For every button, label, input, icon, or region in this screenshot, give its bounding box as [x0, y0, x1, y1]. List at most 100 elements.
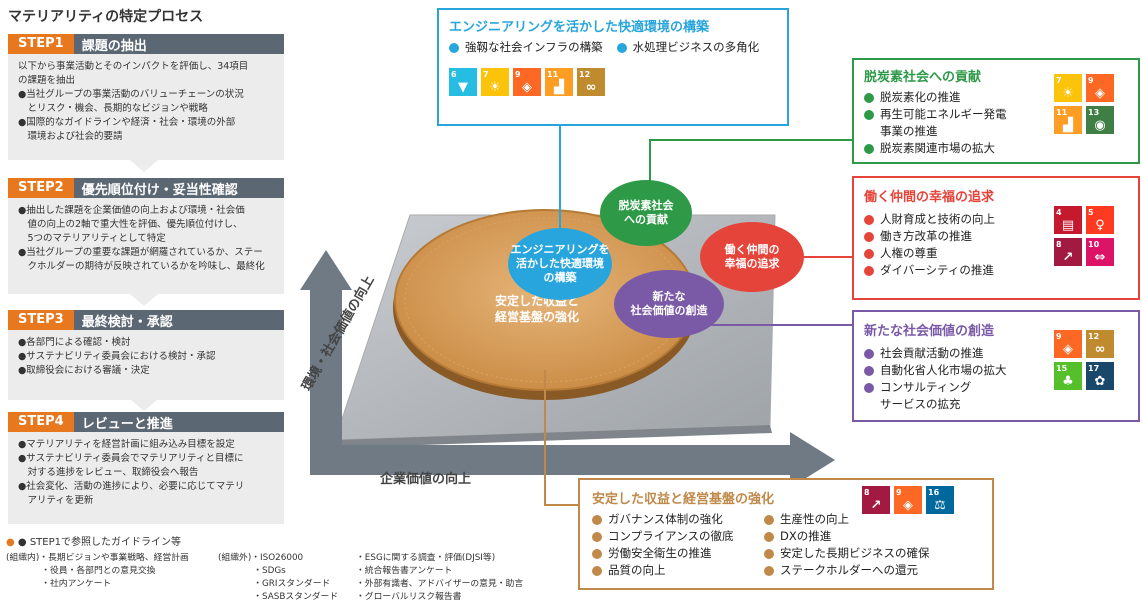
guidelines-external-2: ・ESGに関する調査・評価(DJSI等) ・統合報告書アンケート ・外部有識者、…: [356, 553, 524, 602]
sdg-goal-number: 11: [547, 70, 559, 79]
step2: STEP2 優先順位付け・妥当性確認 ●抽出した課題を企業価値の向上および環境・社…: [8, 178, 284, 294]
step1-body: 以下から事業活動とそのインパクトを評価し、34項目 の課題を抽出 ●当社グループ…: [18, 61, 249, 142]
sdg-goal-glyph: ♣: [1062, 374, 1074, 389]
card-stable-item: ガバナンス体制の強化: [592, 511, 764, 528]
sdg-goal-number: 17: [1088, 364, 1100, 373]
card-wellbeing-item: 人財育成と技術の向上: [864, 211, 1138, 228]
bubble-newvalue: 新たな 社会価値の創造: [614, 270, 724, 338]
sdg-goal-number: 16: [928, 488, 940, 497]
card-engineering-item: 水処理ビジネスの多角化: [616, 39, 759, 56]
card-engineering-title: エンジニアリングを活かした快適環境の構築: [449, 20, 710, 35]
sdg-goal-number: 8: [1056, 240, 1062, 249]
card-engineering-item: 強靱な社会インフラの構築: [449, 39, 603, 56]
sdg-goal-11-icon: 11▟: [1054, 106, 1082, 134]
sdg-goal-glyph: ▤: [1061, 218, 1075, 233]
sdg-goal-9-icon: 9◈: [513, 68, 541, 96]
sdg-goal-number: 9: [896, 488, 902, 497]
sdg-goal-16-icon: 16⚖: [926, 486, 954, 514]
card-stable-item: 生産性の向上: [764, 511, 930, 528]
card-stable-list-left: ガバナンス体制の強化 コンプライアンスの徹底 労働安全衛生の推進 品質の向上: [592, 511, 764, 579]
card-decarbon: 脱炭素社会への貢献 脱炭素化の推進 再生可能エネルギー発電 事業の推進 脱炭素関…: [852, 58, 1140, 164]
guidelines-heading-text: ● STEP1で参照したガイドライン等: [17, 537, 181, 548]
y-axis-arrow: [300, 250, 352, 445]
sdg-goal-6-icon: 6▼: [449, 68, 477, 96]
sdg-goal-number: 13: [1088, 108, 1100, 117]
sdg-goal-glyph: ◈: [903, 498, 913, 513]
card-wellbeing-item: ダイバーシティの推進: [864, 262, 1138, 279]
step-arrow-icon: [130, 399, 158, 411]
sdg-goal-12-icon: 12∞: [1086, 330, 1114, 358]
sdg-goal-8-icon: 8↗: [862, 486, 890, 514]
sdg-goal-5-icon: 5♀: [1086, 206, 1114, 234]
sdg-goal-glyph: ▟: [1063, 118, 1073, 133]
step3-header: STEP3 最終検討・承認: [8, 310, 284, 330]
step-arrow-icon: [130, 160, 158, 172]
sdg-goal-12-icon: 12∞: [577, 68, 605, 96]
step2-header: STEP2 優先順位付け・妥当性確認: [8, 178, 284, 198]
sdg-goal-glyph: ↗: [870, 498, 882, 513]
sdg-goal-number: 6: [451, 70, 457, 79]
step1-label: 課題の抽出: [81, 38, 147, 54]
guidelines-external-1: (組織外)・ISO26000 ・SDGs ・GRIスタンダード ・SASBスタン…: [218, 553, 339, 602]
sdg-goal-9-icon: 9◈: [894, 486, 922, 514]
card-stable-item: DXの推進: [764, 528, 930, 545]
bubble-engineering: エンジニアリングを 活かした快適環境 の構築: [508, 228, 612, 300]
card-decarbon-title: 脱炭素社会への貢献: [864, 70, 982, 85]
card-wellbeing-item: 人権の尊重: [864, 245, 1138, 262]
sdg-goal-number: 9: [515, 70, 521, 79]
sdg-goal-7-icon: 7☀: [1054, 74, 1082, 102]
card-stable-lists: ガバナンス体制の強化 コンプライアンスの徹底 労働安全衛生の推進 品質の向上 生…: [580, 511, 992, 579]
card-stable-title: 安定した収益と経営基盤の強化: [592, 492, 775, 507]
card-decarbon-item: 脱炭素化の推進: [864, 89, 1138, 106]
card-decarbon-item: 脱炭素関連市場の拡大: [864, 140, 1138, 157]
step1-header: STEP1 課題の抽出: [8, 34, 284, 54]
card-wellbeing-list: 人財育成と技術の向上 働き方改革の推進 人権の尊重 ダイバーシティの推進: [854, 211, 1138, 279]
sdg-goal-7-icon: 7☀: [481, 68, 509, 96]
sdg-goal-13-icon: 13◉: [1086, 106, 1114, 134]
card-newvalue-item: 社会貢献活動の推進: [864, 345, 1138, 362]
sdg-goal-glyph: ↗: [1062, 250, 1074, 265]
sdg-goal-number: 11: [1056, 108, 1068, 117]
card-stable-item: 安定した長期ビジネスの確保: [764, 545, 930, 562]
step3-number: STEP3: [8, 310, 74, 330]
step2-body: ●抽出した課題を企業価値の向上および環境・社会価 値の向上の2軸で重大性を評価、…: [18, 205, 265, 272]
step-arrow-icon: [130, 294, 158, 306]
step4-body: ●マテリアリティを経営計画に組み込み目標を設定 ●サステナビリティ委員会でマテリ…: [18, 439, 245, 506]
sdg-goal-17-icon: 17✿: [1086, 362, 1114, 390]
sdg-goal-glyph: ⚖: [934, 498, 946, 513]
step3-label: 最終検討・承認: [81, 314, 173, 330]
sdg-goal-4-icon: 4▤: [1054, 206, 1082, 234]
card-stable-item: 労働安全衛生の推進: [592, 545, 764, 562]
card-newvalue-list: 社会貢献活動の推進 自動化省人化市場の拡大 コンサルティング サービスの拡充: [854, 345, 1138, 413]
sdg-goal-number: 12: [579, 70, 591, 79]
step2-number: STEP2: [8, 178, 74, 198]
step1-body-box: 以下から事業活動とそのインパクトを評価し、34項目 の課題を抽出 ●当社グループ…: [8, 54, 284, 160]
step3-body-box: ●各部門による確認・検討 ●サステナビリティ委員会における検討・承認 ●取締役会…: [8, 330, 284, 400]
sdg-goal-glyph: ▼: [458, 80, 468, 95]
card-newvalue-title: 新たな社会価値の創造: [864, 324, 995, 339]
card-engineering-list: 強靱な社会インフラの構築 水処理ビジネスの多角化: [439, 35, 787, 56]
sdg-goal-number: 5: [1088, 208, 1094, 217]
sdg-goal-number: 15: [1056, 364, 1068, 373]
card-wellbeing: 働く仲間の幸福の追求 人財育成と技術の向上 働き方改革の推進 人権の尊重 ダイバ…: [852, 176, 1140, 300]
sdg-goal-glyph: ⇔: [1094, 250, 1106, 265]
card-newvalue-item: コンサルティング サービスの拡充: [864, 379, 1138, 413]
sdg-goal-number: 9: [1056, 332, 1062, 341]
sdg-goal-number: 7: [483, 70, 489, 79]
sdg-goal-glyph: ☀: [1062, 86, 1074, 101]
step1-number: STEP1: [8, 34, 74, 54]
step3-body: ●各部門による確認・検討 ●サステナビリティ委員会における検討・承認 ●取締役会…: [18, 337, 216, 376]
step4-label: レビューと推進: [81, 416, 173, 432]
card-stable-item: 品質の向上: [592, 562, 764, 579]
step2-label: 優先順位付け・妥当性確認: [81, 182, 238, 198]
sdg-goal-10-icon: 10⇔: [1086, 238, 1114, 266]
card-wellbeing-item: 働き方改革の推進: [864, 228, 1138, 245]
x-axis-label: 企業価値の向上: [380, 472, 472, 487]
sdg-goal-glyph: ☀: [489, 80, 501, 95]
card-newvalue-item: 自動化省人化市場の拡大: [864, 362, 1138, 379]
sdg-goal-number: 10: [1088, 240, 1100, 249]
step1: STEP1 課題の抽出 以下から事業活動とそのインパクトを評価し、34項目 の課題…: [8, 34, 284, 160]
card-stable-item: ステークホルダーへの還元: [764, 562, 930, 579]
